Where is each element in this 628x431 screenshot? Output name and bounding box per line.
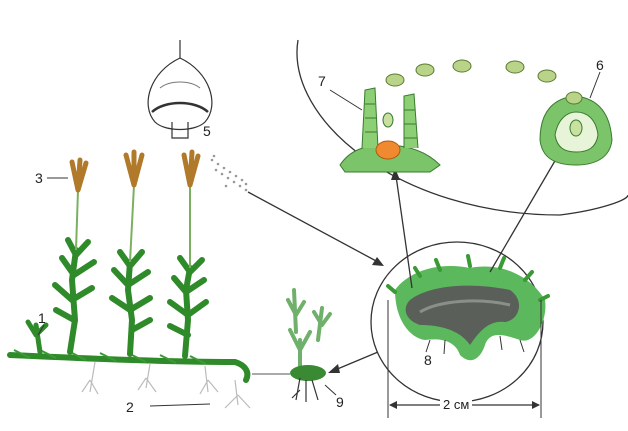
sporophyte-plant-icon — [10, 152, 250, 408]
arrow-to-young-sporophyte — [328, 352, 378, 373]
label-2: 2 — [126, 400, 134, 414]
young-sporophyte-icon — [288, 290, 330, 402]
label-5: 5 — [203, 124, 211, 138]
label-6: 6 — [596, 58, 604, 72]
label-1: 1 — [38, 311, 46, 325]
label-7: 7 — [318, 74, 326, 88]
scale-label: 2 см — [440, 397, 472, 412]
label-9: 9 — [336, 395, 344, 409]
arrow-spores-to-gametophyte — [248, 192, 384, 266]
arrow-to-archegonium — [391, 168, 412, 288]
sperm-cells-icon — [386, 60, 582, 104]
antheridium-icon — [540, 96, 612, 165]
archegonium-icon — [340, 88, 440, 172]
spores-icon — [211, 155, 248, 192]
label-3: 3 — [35, 171, 43, 185]
label-8: 8 — [424, 353, 432, 367]
